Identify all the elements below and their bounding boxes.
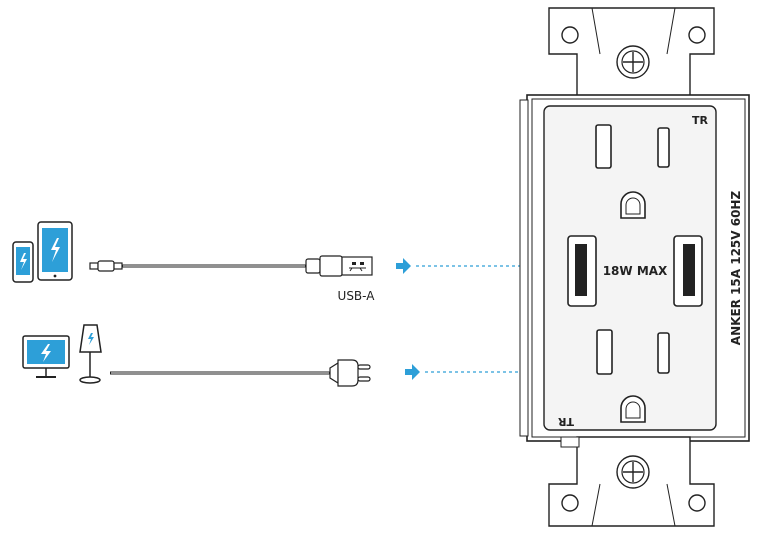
power-cord bbox=[110, 359, 371, 387]
arrow-right-icon bbox=[396, 258, 411, 274]
outlet: 18W MAX TR TR ANKER 15A 125V 60HZ bbox=[519, 7, 750, 527]
power-rating-label: 18W MAX bbox=[603, 264, 668, 278]
usb-port-left bbox=[567, 235, 597, 307]
monitor-icon bbox=[22, 335, 70, 378]
bottom-mounting-strap bbox=[548, 436, 715, 527]
tr-mark-bottom: TR bbox=[557, 415, 574, 428]
usb-a-label: USB-A bbox=[338, 289, 376, 303]
lamp-icon bbox=[79, 324, 102, 384]
phone-icon bbox=[12, 241, 34, 283]
usb-cable bbox=[89, 255, 373, 277]
usb-port-right bbox=[673, 235, 703, 307]
arrow-right-icon bbox=[405, 364, 420, 380]
top-mounting-strap bbox=[548, 7, 715, 100]
rating-text: ANKER 15A 125V 60HZ bbox=[729, 191, 743, 346]
ac-plug-icon bbox=[329, 359, 371, 387]
tablet-icon bbox=[37, 221, 73, 281]
tr-mark-top: TR bbox=[692, 114, 709, 127]
usb-a-plug-icon bbox=[305, 255, 373, 277]
